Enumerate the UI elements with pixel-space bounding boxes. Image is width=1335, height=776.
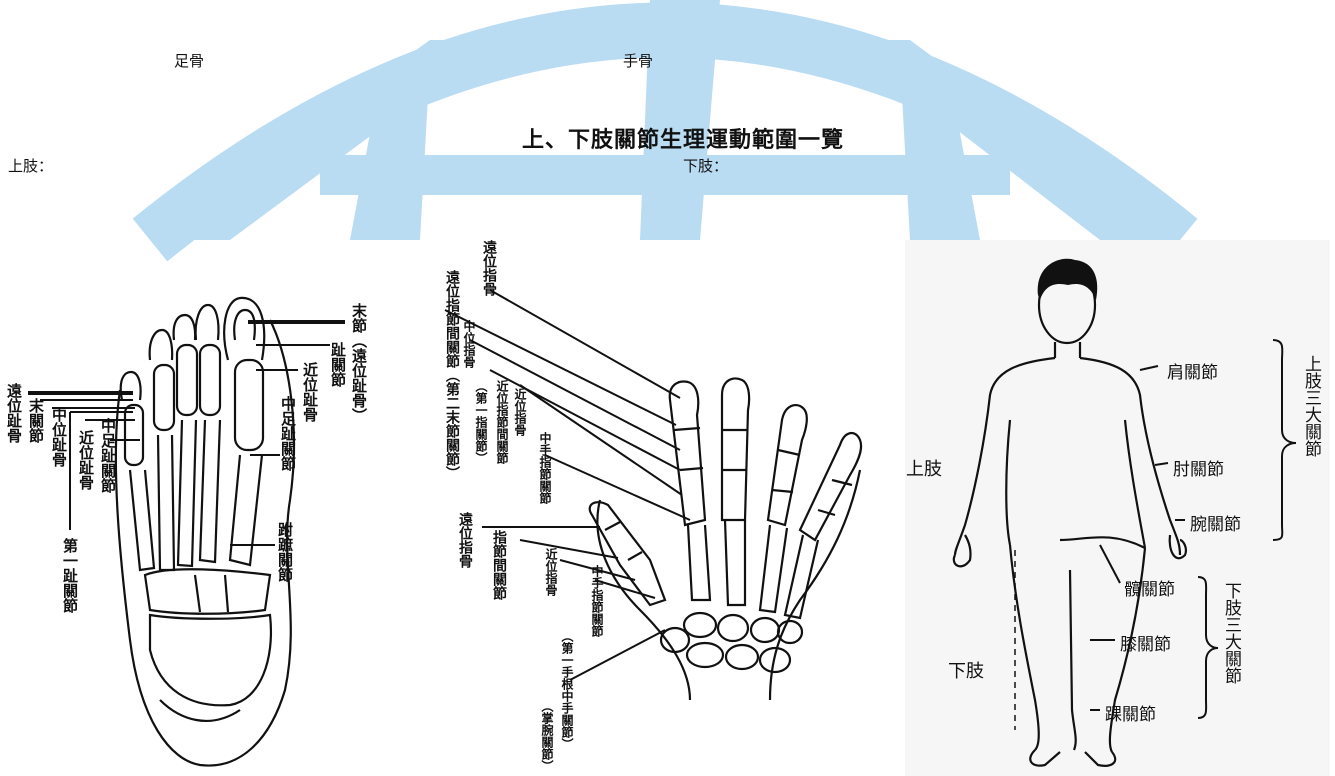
body-label-shoulder: 肩關節 bbox=[1167, 363, 1218, 383]
hand-label-distal-phalanx-thumb: 遠位指骨 bbox=[457, 512, 473, 568]
foot-bones-heading: 足骨 bbox=[174, 52, 205, 70]
body-label-elbow: 肘關節 bbox=[1173, 460, 1224, 480]
foot-label-proximal-phalanx-left: 近位趾骨 bbox=[77, 430, 95, 490]
foot-label-tarsometatarsal: 跗蹠關節 bbox=[276, 522, 294, 582]
foot-label-middle-joint-right: 中足趾關節 bbox=[279, 396, 297, 471]
hand-label-pip-joint: 近位指節間關節 bbox=[495, 380, 509, 464]
page-title: 上、下肢關節生理運動範圍一覽 bbox=[522, 128, 845, 153]
hand-bones-heading: 手骨 bbox=[623, 52, 654, 70]
hand-label-carpal-joint: （掌腕關節） bbox=[540, 700, 554, 772]
hand-label-proximal-phalanx: 近位指骨 bbox=[513, 388, 527, 436]
hand-label-cmc-joint: （第一手根中手關節） bbox=[560, 630, 574, 750]
hand-label-dip-joint: 遠位指節間關節（第二末節關節） bbox=[444, 270, 460, 480]
body-label-wrist: 腕關節 bbox=[1190, 515, 1241, 535]
foot-label-distal-phalanx: 遠位趾骨 bbox=[5, 383, 23, 443]
body-label-knee: 膝關節 bbox=[1120, 635, 1171, 655]
foot-label-middle-joint-left: 中足趾關節 bbox=[99, 418, 117, 493]
hand-label-mcp-joint-thumb: 中手指節關節 bbox=[590, 565, 604, 637]
body-label-hip: 髖關節 bbox=[1124, 580, 1175, 600]
foot-label-toe-joint: 趾關節 bbox=[329, 342, 347, 387]
body-panel bbox=[905, 240, 1330, 776]
body-label-upper-three: 上肢三大關節 bbox=[1301, 355, 1321, 457]
hand-label-ip-joint: 指節間關節 bbox=[491, 530, 507, 600]
body-label-ankle: 踝關節 bbox=[1105, 705, 1156, 725]
hand-label-first-ip-joint: （第一指關節） bbox=[474, 380, 488, 464]
lower-limb-heading: 下肢： bbox=[683, 157, 729, 175]
body-label-upper-limb: 上肢 bbox=[906, 459, 942, 480]
upper-limb-heading: 上肢： bbox=[8, 157, 54, 175]
body-label-lower-three: 下肢三大關節 bbox=[1221, 582, 1241, 684]
hand-label-distal-phalanx-top: 遠位指骨 bbox=[481, 240, 497, 296]
foot-label-first-toe-joint: 第一趾關節 bbox=[61, 538, 79, 613]
body-label-lower-limb: 下肢 bbox=[948, 661, 984, 682]
foot-label-middle-phalanx: 中位趾骨 bbox=[50, 407, 68, 467]
foot-label-end-joint: 末關節 bbox=[27, 398, 45, 443]
hand-label-mcp-joint: 中手指節關節 bbox=[538, 432, 552, 504]
hand-label-middle-phalanx: 中位指骨 bbox=[462, 320, 476, 368]
foot-label-proximal-phalanx-right: 近位趾骨 bbox=[301, 362, 319, 422]
foot-label-end-segment: 末節（遠位趾骨） bbox=[350, 303, 368, 423]
hand-label-proximal-phalanx-thumb: 近位指骨 bbox=[544, 548, 558, 596]
